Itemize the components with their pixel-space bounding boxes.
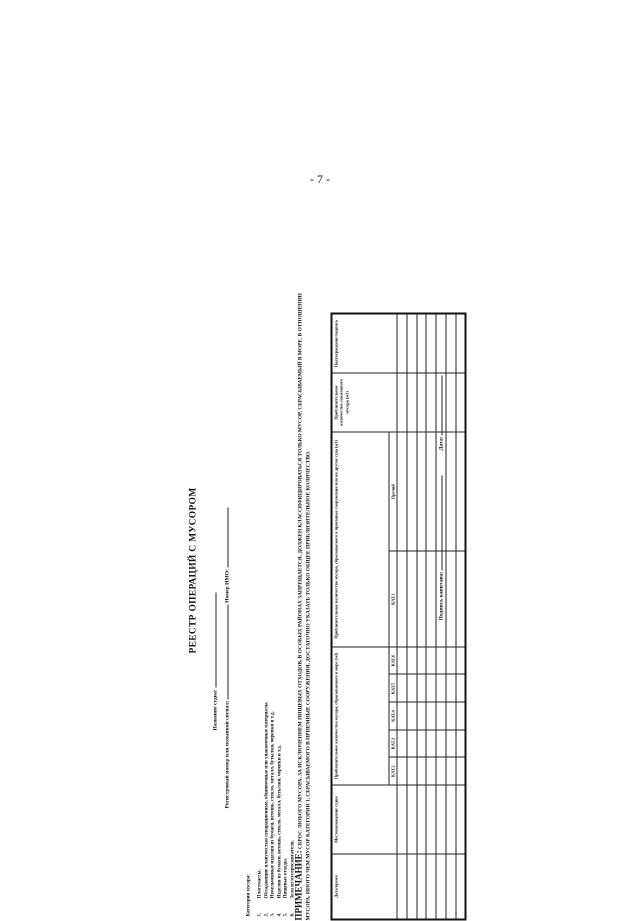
list-item: 5.Пищевые отходы. <box>283 857 289 917</box>
table-header-row: Дата/время Местонахождение судна Приблиз… <box>331 313 398 920</box>
subcol-header: КАТ.4 <box>389 702 398 730</box>
imo-label: Номер ИМО: <box>224 569 231 603</box>
signature-blank <box>436 475 443 571</box>
registration-label: Регистровый номер или позывной сигнал: <box>224 700 231 809</box>
col-date-header: Дата/время <box>331 854 398 920</box>
rotated-form: РЕЕСТР ОПЕРАЦИЙ С МУСОРОМ Название судна… <box>183 221 467 921</box>
ship-name-blank <box>210 592 217 688</box>
subcol-header: КАТ.2 <box>389 757 398 785</box>
imo-blank <box>222 507 229 568</box>
garbage-record-table: Дата/время Местонахождение судна Приблиз… <box>330 312 467 921</box>
page-title: РЕЕСТР ОПЕРАЦИЙ С МУСОРОМ <box>188 487 199 654</box>
subcol-header: КАТ.5 <box>389 674 398 703</box>
col-position-header: Местонахождение судна <box>331 785 398 854</box>
table-row[interactable] <box>455 313 466 920</box>
ship-name-line: Название судна: <box>210 592 219 731</box>
col-certification-header: Подтверждение/подпись <box>331 313 398 373</box>
signature-label: Подпись капитана: <box>438 571 445 621</box>
categories-list: Категории мусора: 1.Пластмассы. 2.Облада… <box>247 701 298 916</box>
note-lead: ПРИМЕЧАНИЕ: <box>293 850 304 921</box>
note-text: СБРОС ЛЮБОГО МУСОРА, ЗА ИСКЛЮЧЕНИЕМ ПИЩЕ… <box>297 293 312 921</box>
table-row[interactable] <box>397 313 408 920</box>
list-item: 1.Пластмассы. <box>257 869 263 917</box>
list-item: 2.Обладающие плавучестью сепарационные, … <box>264 701 270 917</box>
date-line: Дата: <box>436 375 445 451</box>
subcol-header: КАТ.1 <box>389 551 398 647</box>
registration-blank <box>222 604 229 700</box>
ship-name-label: Название судна: <box>212 689 219 731</box>
registration-line: Регистровый номер или позывной сигнал: Н… <box>222 507 231 809</box>
date-blank <box>436 375 443 436</box>
table-row[interactable] <box>445 313 456 920</box>
col-sea-header: Приблизительное количество мусора, сбрас… <box>331 646 389 785</box>
subcol-header: КАТ.6 <box>389 646 398 675</box>
subcol-header: КАТ.3 <box>389 729 398 758</box>
signature-line: Подпись капитана: <box>436 475 445 621</box>
list-item: 3.Измельченные изделия из бумаги, ветошь… <box>270 711 276 917</box>
categories-heading: Категории мусора: <box>246 874 252 917</box>
page-number: - 7 - <box>310 172 330 186</box>
table-row[interactable] <box>407 313 417 920</box>
table-row[interactable] <box>416 313 427 920</box>
note: ПРИМЕЧАНИЕ: СБРОС ЛЮБОГО МУСОРА, ЗА ИСКЛ… <box>293 281 313 921</box>
col-incinerated-header: Приблизительное количество сожженного му… <box>331 373 398 432</box>
date-label: Дата: <box>438 436 445 451</box>
table-row[interactable] <box>426 313 437 920</box>
list-item: 4.Изделия из бумаги, ветошь, стекло, мет… <box>277 744 283 917</box>
subcol-header: Прочий <box>389 432 398 552</box>
col-reception-header: Приблизительное количество мусора, сбрас… <box>331 432 389 647</box>
